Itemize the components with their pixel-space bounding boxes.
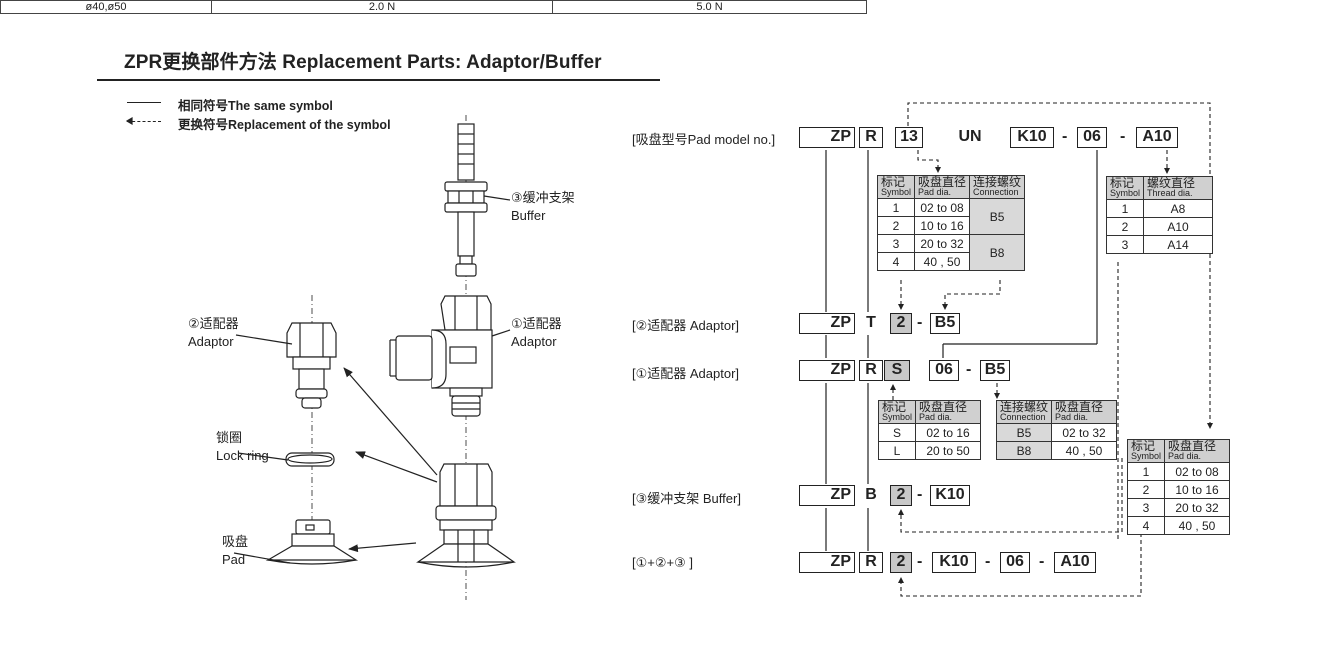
lockring-label-cn: 锁圈 xyxy=(216,430,243,445)
code-r5-a10: A10 xyxy=(1054,552,1096,573)
code-r3-06: 06 xyxy=(929,360,959,381)
row-label-adaptor1: [①适配器 Adaptor] xyxy=(632,366,740,381)
code-r5-dash1: - xyxy=(917,553,923,570)
code-r4-dash: - xyxy=(917,486,923,503)
assembled-part xyxy=(416,463,516,568)
code-r2-dash: - xyxy=(917,314,923,331)
code-r3-zp: ZP xyxy=(799,360,855,381)
code-r4-b: B xyxy=(865,486,877,503)
code-r3-dash: - xyxy=(966,361,972,378)
code-r1-06: 06 xyxy=(1077,127,1107,148)
code-r5-k10: K10 xyxy=(932,552,976,573)
code-r2-2: 2 xyxy=(890,313,912,334)
code-r1-dash1: - xyxy=(1062,128,1068,145)
code-r5-r: R xyxy=(859,552,883,573)
code-r3-s: S xyxy=(884,360,910,381)
table-row: 3 20 to 32 B8 xyxy=(876,234,1026,271)
adaptor1-label-cn: ①适配器 xyxy=(511,316,562,331)
code-r5-dash3: - xyxy=(1039,553,1045,570)
code-r2-zp: ZP xyxy=(799,313,855,334)
top-cell-2: 5.0 N xyxy=(552,0,867,14)
code-r1-r: R xyxy=(859,127,883,148)
section-title: ZPR更换部件方法 Replacement Parts: Adaptor/Buf… xyxy=(124,52,602,73)
code-r4-zp: ZP xyxy=(799,485,855,506)
code-r4-2: 2 xyxy=(890,485,912,506)
code-r5-dash2: - xyxy=(985,553,991,570)
row-label-pad-model: [吸盘型号Pad model no.] xyxy=(632,132,776,147)
code-r1-un: UN xyxy=(958,128,982,145)
pad-part xyxy=(265,519,359,565)
adaptor2-label-cn: ②适配器 xyxy=(188,316,239,331)
row-label-combo: [①+②+③ ] xyxy=(632,555,693,570)
code-r5-zp: ZP xyxy=(799,552,855,573)
pad-label-cn: 吸盘 xyxy=(222,534,249,549)
top-partial-table: ø40,ø50 2.0 N 5.0 N xyxy=(0,0,867,14)
code-r5-2: 2 xyxy=(890,552,912,573)
code-r1-zp: ZP xyxy=(799,127,855,148)
table-row: 1 02 to 08 B5 xyxy=(876,198,1026,235)
top-cell-dia: ø40,ø50 xyxy=(0,0,212,14)
legend-same-text: 相同符号The same symbol xyxy=(178,99,333,113)
buffer-label-cn: ③缓冲支架 xyxy=(511,190,575,205)
code-r3-b5: B5 xyxy=(980,360,1010,381)
adaptor2-label-en: Adaptor xyxy=(188,334,234,349)
adaptor1-label-en: Adaptor xyxy=(511,334,557,349)
pad-label-en: Pad xyxy=(222,552,246,567)
legend-replace-text: 更换符号Replacement of the symbol xyxy=(178,118,391,132)
legend-dashed-arrow xyxy=(127,121,161,122)
code-r1-dash2: - xyxy=(1120,128,1126,145)
adaptor2-part xyxy=(286,322,337,409)
table-row: 2 10 to 16 xyxy=(876,216,1025,235)
buffer-part xyxy=(444,123,488,277)
table-row: 4 40 , 50 xyxy=(876,252,1025,271)
code-r1-a10: A10 xyxy=(1136,127,1178,148)
row-label-buffer: [③缓冲支架 Buffer] xyxy=(632,491,741,506)
code-r1-13: 13 xyxy=(895,127,923,148)
buffer-label-en: Buffer xyxy=(511,208,546,223)
code-r5-06: 06 xyxy=(1000,552,1030,573)
code-r2-t: T xyxy=(866,314,876,331)
code-r3-r: R xyxy=(859,360,883,381)
code-r2-b5: B5 xyxy=(930,313,960,334)
code-r4-k10: K10 xyxy=(930,485,970,506)
lockring-label-en: Lock ring xyxy=(216,448,269,463)
adaptor1-part xyxy=(389,295,493,417)
code-r1-k10: K10 xyxy=(1010,127,1054,148)
row-label-adaptor2: [②适配器 Adaptor] xyxy=(632,318,740,333)
title-underline xyxy=(97,79,660,81)
legend-solid-line xyxy=(127,102,161,103)
